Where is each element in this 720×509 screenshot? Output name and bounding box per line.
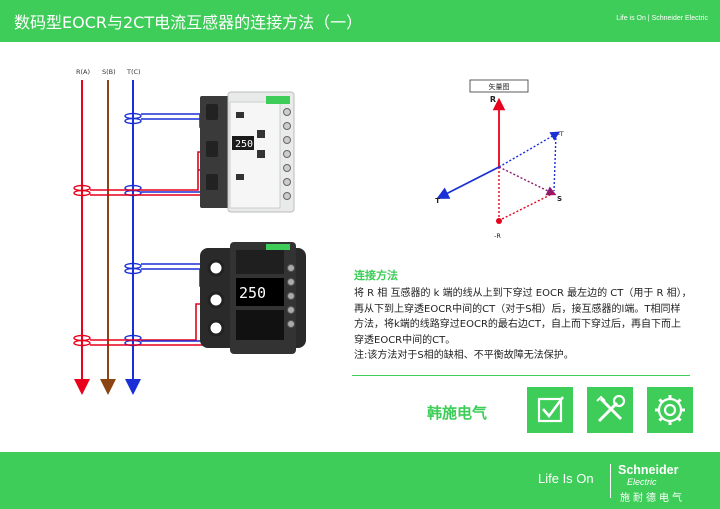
vector-diagram: 矢量图 R S T -T -R xyxy=(435,79,564,240)
wiring-diagram: R(A) S(B) T(C) 250 xyxy=(73,68,306,395)
vector-title-box xyxy=(469,79,529,93)
neg-r-point xyxy=(496,218,502,224)
ct-coil-upper xyxy=(73,112,142,197)
vector-side-1 xyxy=(553,133,557,192)
vector-title: 矢量图 xyxy=(489,82,510,91)
page-title: 数码型EOCR与2CT电流互感器的连接方法（一） xyxy=(14,13,363,32)
tagline: Life Is On xyxy=(538,471,594,486)
footer-bar xyxy=(0,452,720,509)
description-line: 穿透EOCR中间的CT。 xyxy=(354,334,456,346)
vector-s xyxy=(498,166,557,196)
description-line: 将 R 相 互感器的 k 端的线从上到下穿过 EOCR 最左边的 CT（用于 R… xyxy=(354,288,692,299)
tools-icon xyxy=(596,394,626,423)
vector-t xyxy=(436,166,500,199)
divider xyxy=(352,375,690,376)
header-bar: 数码型EOCR与2CT电流互感器的连接方法（一） Life is On | Sc… xyxy=(0,0,720,42)
eocr-device-upper: 250 xyxy=(200,91,295,213)
brand-logo: Schneider xyxy=(618,463,679,477)
phase-label-r: R(A) xyxy=(76,68,90,76)
checkbox-tile xyxy=(527,387,573,433)
lower-display-value: 250 xyxy=(239,284,266,302)
checkbox-icon xyxy=(537,396,565,423)
header-brand: Life is On | Schneider Electric xyxy=(616,15,708,22)
description-line: 再从下到上穿透EOCR中间的CT（对于S相）后，接互感器的l端。T相同样 xyxy=(354,303,681,315)
phase-label-t: T(C) xyxy=(126,68,141,76)
description-line: 方法，将k端的线路穿过EOCR的最右边CT，自上而下穿过后，再自下而上 xyxy=(354,319,682,331)
vector-label-neg-t: -T xyxy=(558,130,564,138)
description-paragraph: 将 R 相 互感器的 k 端的线从上到下穿过 EOCR 最左边的 CT（用于 R… xyxy=(354,286,692,364)
ct-coil-lower xyxy=(73,262,142,347)
vector-side-2 xyxy=(499,192,555,221)
brand-chinese: 施耐德电气 xyxy=(620,493,685,504)
vector-label-t: T xyxy=(435,197,440,205)
eocr-device-lower: 250 xyxy=(200,242,306,354)
note-line: 注:该方法对于S相的缺相、不平衡故障无法保护。 xyxy=(354,350,574,362)
upper-display-value: 250 xyxy=(235,139,253,150)
company-name: 韩施电气 xyxy=(427,404,488,422)
tools-tile xyxy=(587,387,633,433)
brand-sub: Electric xyxy=(627,477,657,487)
section-heading: 连接方法 xyxy=(354,269,398,282)
gear-tile xyxy=(647,387,693,433)
vector-label-neg-r: -R xyxy=(494,232,501,240)
vector-neg-t xyxy=(498,131,561,168)
phase-label-s: S(B) xyxy=(102,68,116,76)
footer-separator xyxy=(610,464,611,498)
gear-icon xyxy=(655,395,685,425)
vector-label-r: R xyxy=(490,95,496,104)
vector-label-s: S xyxy=(557,195,562,203)
